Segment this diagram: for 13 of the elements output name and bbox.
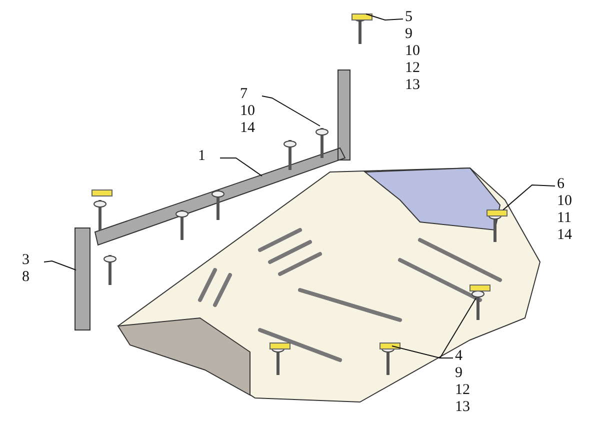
- callout-number: 5 9 10 12 13: [405, 9, 425, 94]
- leader-line: [502, 184, 556, 210]
- callout-number: 6 10 11 14: [557, 176, 577, 244]
- callout-number: 1: [198, 148, 218, 165]
- leader-line: [439, 298, 476, 358]
- leader-line: [392, 346, 454, 358]
- leader-line: [262, 96, 320, 126]
- leader-line: [44, 260, 76, 270]
- leader-line: [366, 14, 404, 20]
- callout-number: 7 10 14: [240, 86, 260, 137]
- callout-number: 4 9 12 13: [455, 348, 475, 416]
- callout-number: 3 8: [22, 252, 42, 286]
- leader-line: [220, 158, 262, 176]
